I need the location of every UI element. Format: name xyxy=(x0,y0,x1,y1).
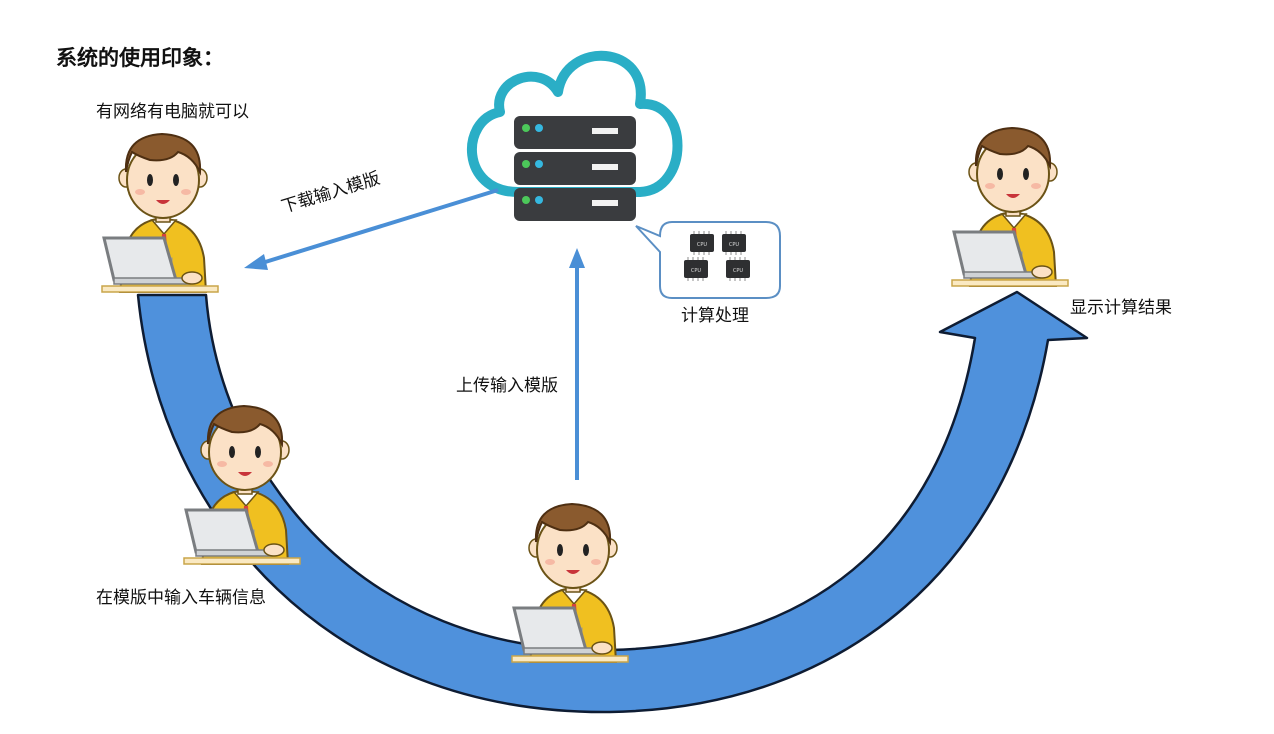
step-label-compute: 计算处理 xyxy=(681,306,749,326)
chip-label: CPU xyxy=(733,268,744,274)
server-rack xyxy=(514,116,636,221)
step-label-input: 在模版中输入车辆信息 xyxy=(96,588,266,608)
person-with-laptop-icon xyxy=(950,126,1070,288)
compute-bubble: CPU CPU CPU CPU xyxy=(635,221,781,299)
chip-label: CPU xyxy=(691,268,702,274)
cpu-chip-icon: CPU CPU CPU CPU xyxy=(683,230,751,282)
person-with-laptop-icon xyxy=(100,132,220,294)
cloud-server-icon xyxy=(467,50,683,221)
chip-label: CPU xyxy=(729,242,740,248)
download-arrow xyxy=(244,188,499,270)
chip-label: CPU xyxy=(697,242,708,248)
upload-arrow xyxy=(569,248,585,480)
step-label-upload: 上传输入模版 xyxy=(456,376,558,396)
page-title: 系统的使用印象： xyxy=(56,46,224,70)
step-label-result: 显示计算结果 xyxy=(1070,298,1172,318)
workflow-arc-arrow xyxy=(136,290,1089,714)
person-with-laptop-icon xyxy=(510,502,630,664)
step-label-user: 有网络有电脑就可以 xyxy=(96,102,249,122)
